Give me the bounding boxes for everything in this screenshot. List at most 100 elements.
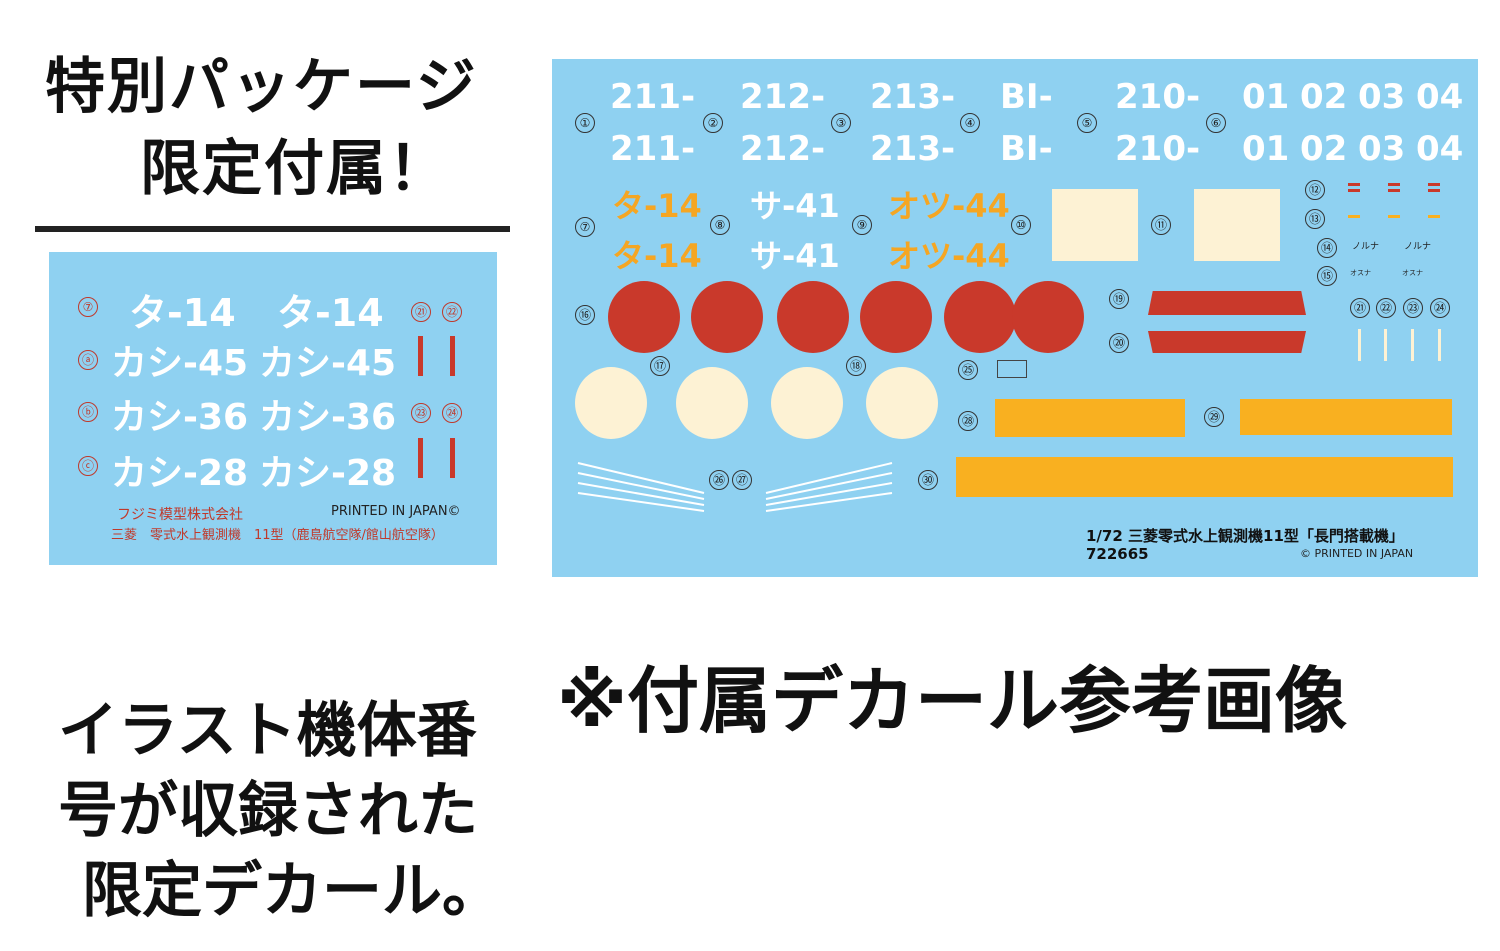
white-lines: [765, 462, 893, 512]
marker-8: ⑧: [710, 215, 730, 235]
orange-band: [1240, 399, 1452, 435]
code-ta14-left: タ-14: [129, 291, 236, 335]
marker-3: ③: [831, 113, 851, 133]
code-bi: BI-: [1000, 129, 1053, 169]
red-dash: [1428, 189, 1440, 192]
white-lines: [577, 462, 705, 512]
marker-21: ㉑: [411, 302, 431, 322]
tiny-label: オスナ: [1350, 269, 1371, 277]
marker-22: ㉒: [1376, 298, 1396, 318]
marker-29: ㉙: [1204, 407, 1224, 427]
red-stripe: [418, 438, 423, 478]
marker-11: ⑪: [1151, 215, 1171, 235]
marker-16: ⑯: [575, 305, 595, 325]
marker-4: ④: [960, 113, 980, 133]
red-dash: [1348, 189, 1360, 192]
headline-divider: [35, 226, 510, 232]
number-03: 03: [1358, 129, 1406, 169]
orange-dash: [1348, 215, 1360, 218]
printed-in-japan: PRINTED IN JAPAN©: [331, 504, 461, 519]
orange-dash: [1388, 215, 1400, 218]
marker-5: ⑤: [1077, 113, 1097, 133]
marker-7: ⑦: [575, 217, 595, 237]
headline-line2: 限定付属！: [140, 134, 450, 204]
cream-roundel: [676, 367, 748, 439]
red-dash: [1348, 183, 1360, 186]
cream-stripe: [1438, 329, 1441, 361]
red-band: [1148, 291, 1306, 315]
marker-21: ㉑: [1350, 298, 1370, 318]
code-sa41: サ-41: [750, 187, 840, 225]
code-213: 213-: [870, 77, 956, 117]
maker-name: フジミ模型株式会社: [117, 507, 243, 523]
marker-28: ㉘: [958, 411, 978, 431]
marker-24: ㉔: [442, 403, 462, 423]
marker-10: ⑩: [1011, 215, 1031, 235]
marker-25: ㉕: [958, 360, 978, 380]
marker-15: ⑮: [1317, 266, 1337, 286]
marker-24: ㉔: [1430, 298, 1450, 318]
code-kashi36-right: カシ-36: [259, 397, 397, 438]
marker-b: ⓑ: [78, 402, 98, 422]
red-roundel: [1012, 281, 1084, 353]
cream-stripe: [1358, 329, 1361, 361]
red-dash: [1388, 183, 1400, 186]
marker-c: ⓒ: [78, 456, 98, 476]
marker-17: ⑰: [650, 356, 670, 376]
product-code: 722665: [1086, 545, 1149, 563]
marker-23: ㉓: [411, 403, 431, 423]
code-211: 211-: [610, 129, 696, 169]
code-kashi36-left: カシ-36: [111, 397, 249, 438]
marker-6: ⑥: [1206, 113, 1226, 133]
reference-note: ※付属デカール参考画像: [557, 659, 1347, 743]
tiny-label: オスナ: [1402, 269, 1423, 277]
code-kashi28-left: カシ-28: [111, 453, 249, 494]
red-roundel: [944, 281, 1016, 353]
code-ta14: タ-14: [612, 237, 702, 275]
red-stripe: [450, 336, 455, 376]
code-kashi28-right: カシ-28: [259, 453, 397, 494]
red-band: [1148, 331, 1306, 353]
orange-band: [995, 399, 1185, 437]
marker-13: ⑬: [1305, 209, 1325, 229]
red-roundel: [860, 281, 932, 353]
cream-panel: [1194, 189, 1280, 261]
data-stencil: [997, 360, 1027, 378]
code-ta14: タ-14: [612, 187, 702, 225]
marker-2: ②: [703, 113, 723, 133]
marker-a: ⓐ: [78, 350, 98, 370]
small-decal-sheet: ⑦ ⓐ ⓑ ⓒ タ-14 タ-14 カシ-45 カシ-45 カシ-36 カシ-3…: [49, 252, 497, 565]
red-stripe: [418, 336, 423, 376]
large-decal-sheet: ① ② ③ ④ ⑤ ⑥ 211- 211- 212- 212- 213- 213…: [552, 59, 1478, 577]
code-bi: BI-: [1000, 77, 1053, 117]
red-dash: [1428, 183, 1440, 186]
code-kashi45-right: カシ-45: [259, 343, 397, 384]
marker-19: ⑲: [1109, 289, 1129, 309]
marker-9: ⑨: [852, 215, 872, 235]
orange-dash: [1428, 215, 1440, 218]
marker-26: ㉖: [709, 470, 729, 490]
caption-line2: 号が収録された: [58, 776, 478, 846]
tiny-label: ノルナ: [1352, 242, 1380, 252]
code-otsu44: オツ-44: [888, 187, 1010, 225]
code-212: 212-: [740, 129, 826, 169]
number-01: 01: [1242, 129, 1290, 169]
code-sa41: サ-41: [750, 237, 840, 275]
tiny-label: ノルナ: [1404, 242, 1432, 252]
marker-1: ①: [575, 113, 595, 133]
product-name: 三菱 零式水上観測機 11型（鹿島航空隊/館山航空隊）: [111, 528, 444, 543]
code-211: 211-: [610, 77, 696, 117]
number-02: 02: [1300, 77, 1348, 117]
number-04: 04: [1416, 77, 1464, 117]
marker-22: ㉒: [442, 302, 462, 322]
cream-roundel: [575, 367, 647, 439]
printed-in-japan: © PRINTED IN JAPAN: [1300, 547, 1414, 560]
marker-30: ㉚: [918, 470, 938, 490]
code-otsu44: オツ-44: [888, 237, 1010, 275]
number-01: 01: [1242, 77, 1290, 117]
code-210: 210-: [1115, 129, 1201, 169]
marker-12: ⑫: [1305, 180, 1325, 200]
caption-line3: 限定デカール。: [82, 856, 502, 926]
caption-line1: イラスト機体番: [58, 696, 477, 766]
cream-stripe: [1384, 329, 1387, 361]
